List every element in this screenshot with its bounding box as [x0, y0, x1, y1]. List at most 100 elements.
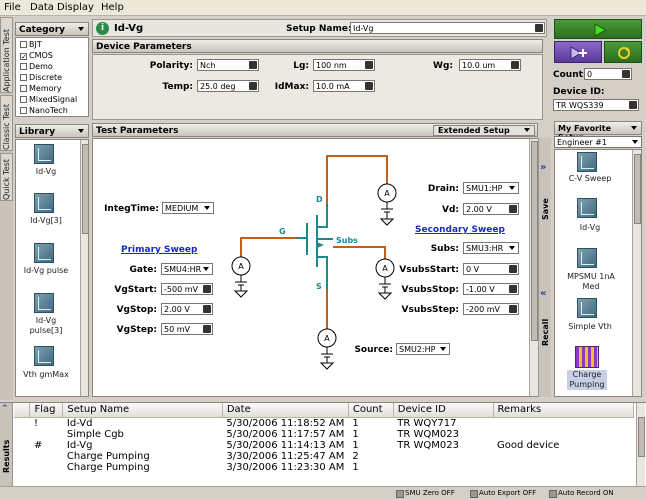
- primary-sweep-link[interactable]: Primary Sweep: [121, 245, 198, 255]
- tab-classic-test[interactable]: Classic Test: [0, 95, 13, 151]
- results-side-tab[interactable]: ⌃ Results: [0, 403, 13, 487]
- scroll-thumb[interactable]: [82, 144, 88, 234]
- menu-file[interactable]: File: [4, 2, 21, 13]
- category-item[interactable]: MixedSignal: [20, 95, 77, 104]
- extended-setup-dropdown[interactable]: Extended Setup: [433, 125, 535, 136]
- keypad-icon[interactable]: [203, 305, 211, 313]
- temp-field[interactable]: 25.0 deg: [197, 80, 259, 92]
- remarks-cell[interactable]: [493, 417, 633, 429]
- category-item[interactable]: Demo: [20, 62, 53, 71]
- category-header[interactable]: Category: [15, 22, 89, 36]
- keypad-icon[interactable]: [535, 24, 543, 32]
- flag-cell[interactable]: !: [33, 417, 38, 429]
- vsubsstop-field[interactable]: -1.00 V: [463, 283, 519, 295]
- scroll-thumb[interactable]: [531, 141, 538, 341]
- library-item-label[interactable]: Id-Vg: [35, 167, 57, 176]
- category-item[interactable]: Discrete: [20, 73, 62, 82]
- wg-field[interactable]: 10.0 um: [459, 59, 521, 71]
- category-item[interactable]: NanoTech: [20, 106, 68, 115]
- charge-pumping-icon[interactable]: [575, 346, 599, 368]
- category-item[interactable]: Memory: [20, 84, 62, 93]
- remarks-cell[interactable]: [493, 429, 633, 440]
- polarity-field[interactable]: Nch: [197, 59, 259, 71]
- device-id-field[interactable]: TR WQS339: [553, 99, 639, 111]
- tab-application-test[interactable]: Application Test: [0, 17, 13, 93]
- keypad-icon[interactable]: [509, 265, 517, 273]
- column-header-date[interactable]: Date: [222, 403, 349, 418]
- idmax-field[interactable]: 10.0 mA: [313, 80, 375, 92]
- category-item[interactable]: BJT: [20, 40, 42, 49]
- gate-select[interactable]: SMU4:HR: [161, 263, 213, 275]
- remarks-cell[interactable]: [493, 451, 633, 462]
- secondary-sweep-link[interactable]: Secondary Sweep: [415, 225, 505, 235]
- library-item-label[interactable]: Id-Vg pulse: [23, 266, 69, 275]
- keypad-icon[interactable]: [511, 61, 519, 69]
- keypad-icon[interactable]: [509, 205, 517, 213]
- favorite-scrollbar[interactable]: [632, 150, 641, 396]
- library-scrollbar[interactable]: [80, 140, 88, 396]
- setup-chart-icon[interactable]: [577, 152, 597, 172]
- favorite-item-label[interactable]: MPSMU 1nA Med: [567, 272, 615, 291]
- flag-cell[interactable]: [30, 451, 63, 462]
- keypad-icon[interactable]: [249, 82, 257, 90]
- setup-chart-icon[interactable]: [34, 243, 54, 263]
- setup-chart-icon[interactable]: [577, 198, 597, 218]
- favorite-item-label[interactable]: Id-Vg: [579, 223, 601, 232]
- smu-zero-status[interactable]: SMU Zero OFF: [396, 489, 455, 498]
- save-arrow-icon[interactable]: »: [540, 162, 547, 173]
- drain-select[interactable]: SMU1:HP: [463, 182, 519, 194]
- menu-data-display[interactable]: Data Display: [30, 2, 94, 13]
- count-field[interactable]: 0: [584, 68, 632, 80]
- setup-chart-icon[interactable]: [34, 346, 54, 366]
- repeat-button[interactable]: [604, 41, 642, 63]
- auto-record-status[interactable]: Auto Record ON: [549, 489, 614, 498]
- column-header-device-id[interactable]: Device ID: [393, 403, 494, 418]
- setup-chart-icon[interactable]: [34, 193, 54, 213]
- menu-help[interactable]: Help: [101, 2, 124, 13]
- engineer-select[interactable]: Engineer #1: [554, 136, 642, 148]
- recall-button[interactable]: Recall: [541, 318, 550, 346]
- keypad-icon[interactable]: [249, 61, 257, 69]
- recall-arrow-icon[interactable]: «: [540, 288, 547, 299]
- vsubsstart-field[interactable]: 0 V: [463, 263, 519, 275]
- favorite-item-label[interactable]: Simple Vth: [568, 322, 612, 331]
- keypad-icon[interactable]: [203, 285, 211, 293]
- column-header-flag[interactable]: Flag: [29, 403, 64, 418]
- vgstop-field[interactable]: 2.00 V: [161, 303, 213, 315]
- setup-chart-icon[interactable]: [577, 248, 597, 268]
- scroll-thumb[interactable]: [638, 417, 645, 457]
- collapse-icon[interactable]: ⌃: [1, 404, 9, 414]
- subs-select[interactable]: SMU3:HR: [463, 242, 519, 254]
- library-item-label[interactable]: Id-Vg pulse[3]: [29, 316, 63, 335]
- setup-chart-icon[interactable]: [34, 293, 54, 313]
- setup-chart-icon[interactable]: [577, 298, 597, 318]
- scroll-thumb[interactable]: [634, 154, 641, 224]
- vgstep-field[interactable]: 50 mV: [161, 323, 213, 335]
- setup-chart-icon[interactable]: [34, 144, 54, 164]
- remarks-cell[interactable]: Good device: [497, 439, 560, 451]
- keypad-icon[interactable]: [203, 325, 211, 333]
- favorite-item-label[interactable]: C-V Sweep: [568, 174, 612, 183]
- library-item-label[interactable]: Id-Vg[3]: [30, 216, 62, 225]
- lg-field[interactable]: 100 nm: [313, 59, 375, 71]
- test-params-scrollbar[interactable]: [529, 139, 538, 396]
- column-header-remarks[interactable]: Remarks: [493, 403, 635, 418]
- flag-cell[interactable]: [30, 429, 63, 440]
- keypad-icon[interactable]: [622, 70, 630, 78]
- keypad-icon[interactable]: [365, 61, 373, 69]
- column-header-count[interactable]: Count: [348, 403, 394, 418]
- vgstart-field[interactable]: -500 mV: [161, 283, 213, 295]
- keypad-icon[interactable]: [509, 305, 517, 313]
- results-scrollbar[interactable]: [636, 403, 645, 487]
- flag-cell[interactable]: [30, 462, 63, 473]
- integtime-select[interactable]: MEDIUM: [162, 202, 214, 214]
- auto-export-status[interactable]: Auto Export OFF: [470, 489, 536, 498]
- library-header[interactable]: Library: [15, 124, 89, 138]
- tab-quick-test[interactable]: Quick Test: [0, 153, 13, 201]
- keypad-icon[interactable]: [509, 285, 517, 293]
